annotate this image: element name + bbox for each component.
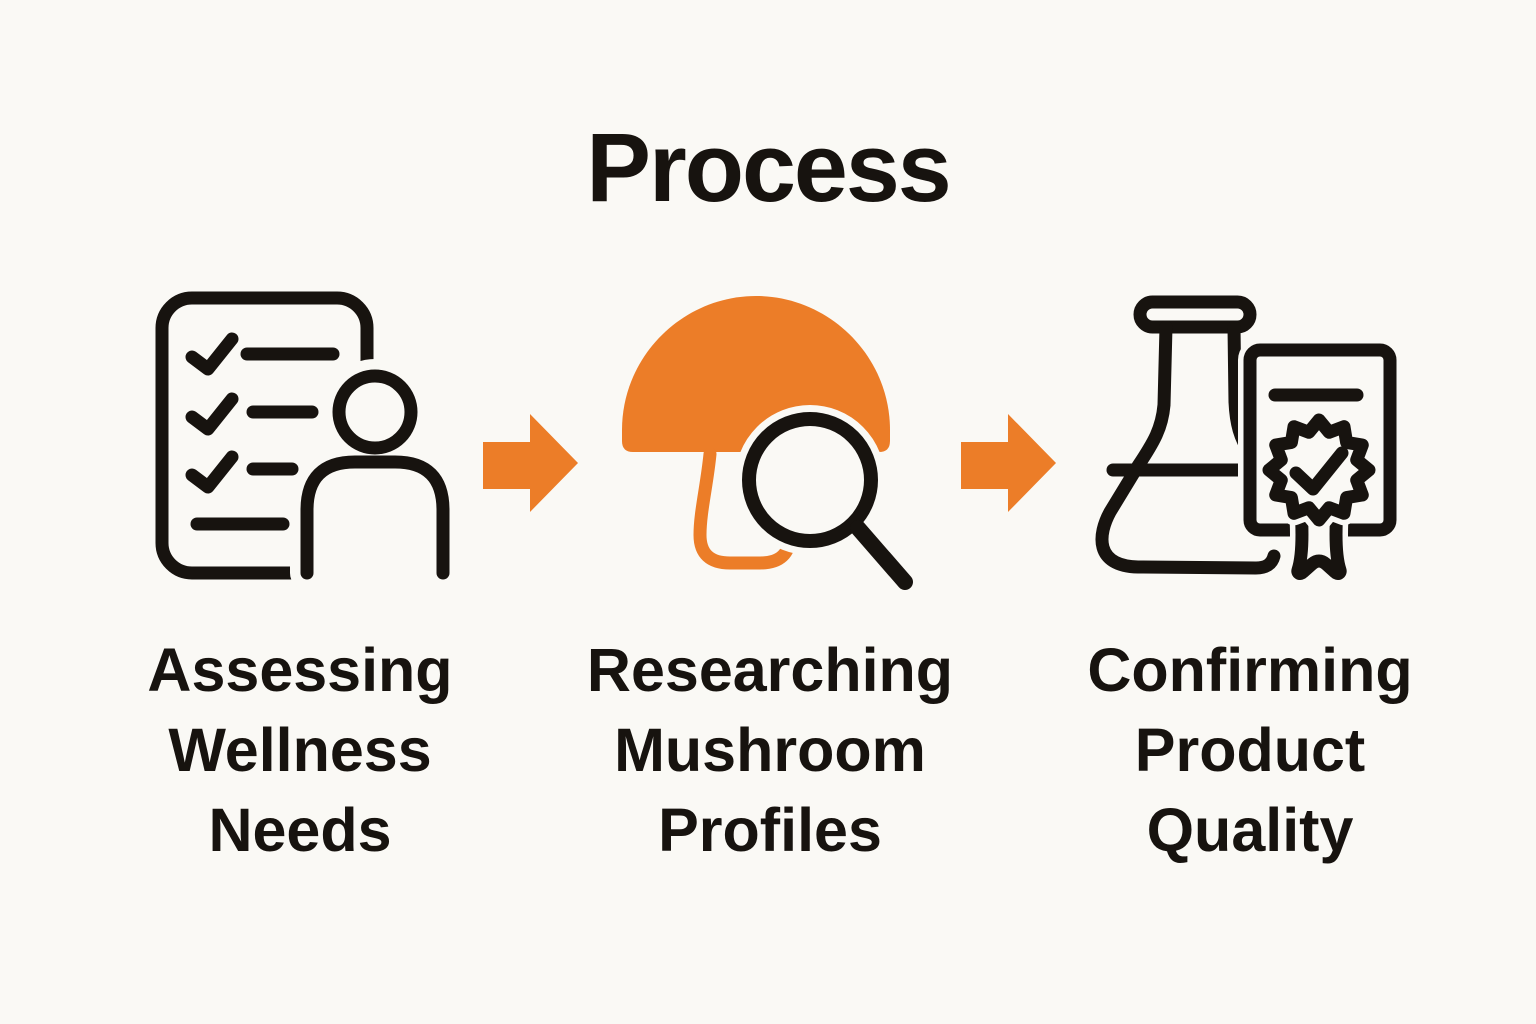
step-label-line: Mushroom: [614, 716, 926, 784]
step-label-line: Profiles: [658, 796, 882, 864]
mushroom-magnifier-icon: [622, 296, 920, 597]
arrow-right-icon: [483, 414, 578, 512]
step-label-line: Researching: [586, 636, 954, 704]
step-label-line: Product: [1134, 716, 1366, 784]
step-label-researching-mushroom-profiles: Researching Mushroom Profiles: [560, 630, 980, 870]
step-label-confirming-product-quality: Confirming Product Quality: [1040, 630, 1460, 870]
step-label-line: Needs: [208, 796, 392, 864]
step-label-line: Assessing: [147, 636, 453, 704]
page-title: Process: [586, 113, 952, 222]
step-label-line: Wellness: [168, 716, 432, 784]
checklist-user-icon: [155, 291, 460, 590]
arrow-right-icon: [961, 414, 1056, 512]
step-label-assessing-wellness-needs: Assessing Wellness Needs: [90, 630, 510, 870]
step-label-line: Confirming: [1087, 636, 1413, 704]
flask-certificate-icon: [1095, 295, 1402, 586]
step-label-line: Quality: [1146, 796, 1354, 864]
